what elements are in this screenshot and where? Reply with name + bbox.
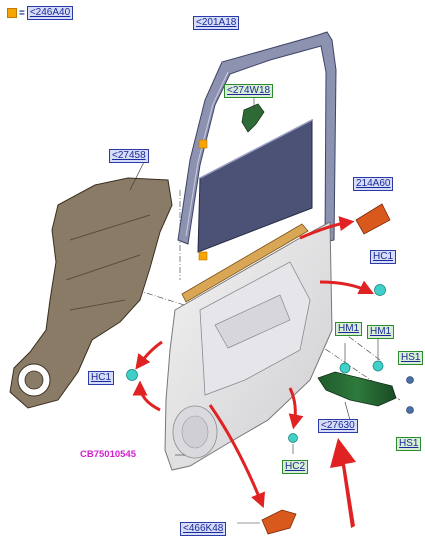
window-frame-part[interactable] [177,31,337,245]
legend: = <246A40 [7,6,74,20]
label-201a18[interactable]: <201A18 [193,16,240,30]
label-466k48[interactable]: <466K48 [180,522,227,536]
part-214a60[interactable] [355,203,391,235]
orange-marker-icon [7,8,17,18]
screw-icons [406,376,414,414]
watershield-part[interactable] [9,177,173,409]
hm1-clip-icon [339,362,351,374]
label-hc2[interactable]: HC2 [282,460,309,474]
hc1-clip-icon [126,369,138,381]
label-214a60[interactable]: 214A60 [353,177,394,191]
part-466k48[interactable] [261,509,297,535]
clip-icons [126,284,386,443]
label-door-trim-code[interactable]: CB75010545 [80,449,136,460]
label-hm1-right[interactable]: HM1 [367,325,395,339]
legend-equals: = [19,7,25,19]
label-hc1-right[interactable]: HC1 [370,250,397,264]
label-274w18[interactable]: <274W18 [224,84,274,98]
label-hs1-top[interactable]: HS1 [398,351,424,365]
weatherstrip-part[interactable] [181,223,309,303]
orange-marker-icon [198,139,208,149]
label-27630[interactable]: <27630 [318,419,358,433]
screw-icon [406,406,414,414]
screw-icon [406,376,414,384]
label-hs1-bottom[interactable]: HS1 [396,437,422,451]
hc2-clip-icon [288,433,298,443]
red-arrows [132,216,375,509]
big-red-arrow [330,438,356,528]
hm1-clip-icon [372,360,384,372]
armrest-part[interactable] [317,371,397,407]
clip-274w18-part[interactable] [241,103,265,133]
label-hm1-left[interactable]: HM1 [335,322,363,336]
window-screen-part[interactable] [197,119,313,253]
label-27458[interactable]: <27458 [109,149,149,163]
orange-marker-icon [198,251,208,261]
door-trim-panel-part[interactable] [164,221,333,471]
legend-ref-link[interactable]: <246A40 [26,6,74,20]
label-hc1-left[interactable]: HC1 [88,371,115,385]
hc1-clip-icon [374,284,386,296]
